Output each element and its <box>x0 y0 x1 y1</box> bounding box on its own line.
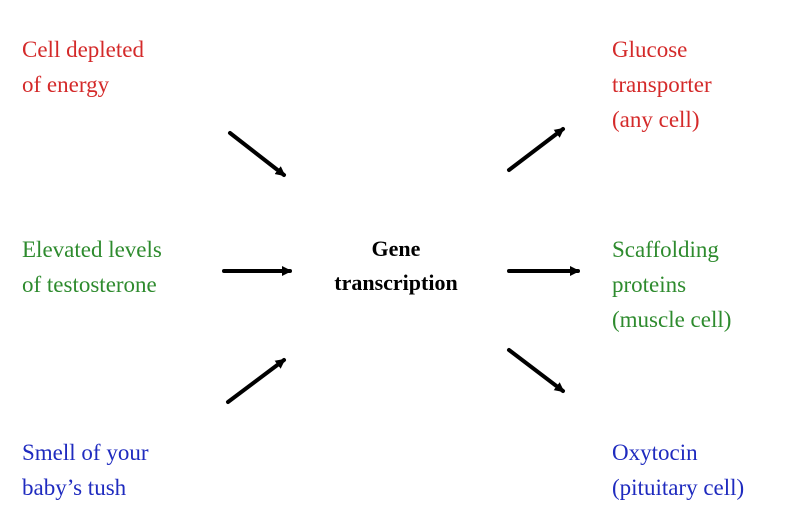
arrow-out-bot <box>507 348 565 393</box>
center-label-line1: Gene <box>371 236 421 261</box>
input-smell-of-baby: Smell of your baby’s tush <box>22 440 149 500</box>
arrow-in-bot <box>226 358 286 404</box>
input-elevated-testosterone: Elevated levels of testosterone <box>22 237 162 297</box>
output-scaffolding-proteins: Scaffolding proteins (muscle cell) <box>612 237 732 332</box>
arrow-in-top <box>228 131 286 177</box>
output-glucose-transporter: Glucose transporter (any cell) <box>612 37 712 132</box>
input-cell-depleted-of-energy: Cell depleted of energy <box>22 37 144 97</box>
center-label-line2: transcription <box>334 270 458 295</box>
output-oxytocin: Oxytocin (pituitary cell) <box>612 440 745 500</box>
arrow-out-top <box>507 127 565 172</box>
gene-transcription-node: Gene transcription <box>296 232 496 300</box>
